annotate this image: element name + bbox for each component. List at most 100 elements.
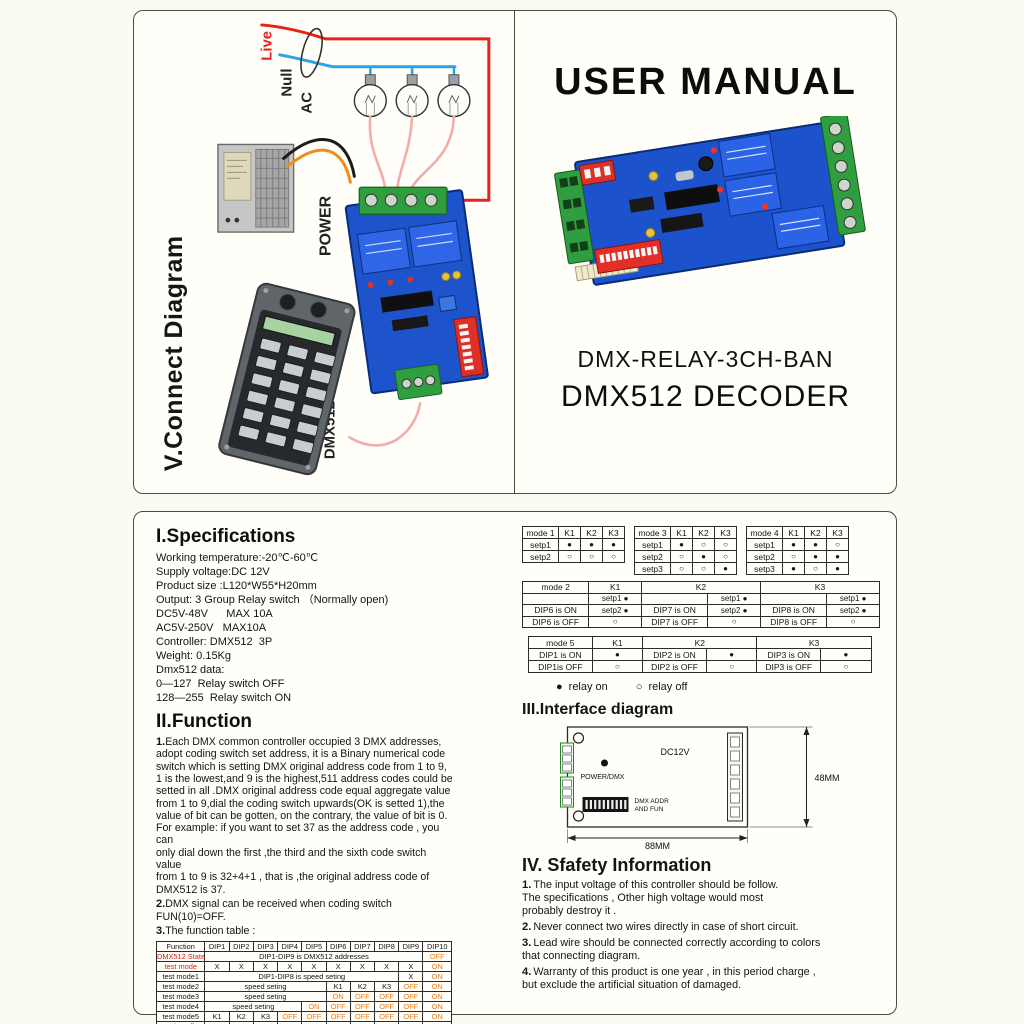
item-number: 1. xyxy=(522,879,532,891)
item-number: 2. xyxy=(522,920,532,933)
table-cell: mode 1 xyxy=(522,526,559,539)
pcb-board xyxy=(344,189,489,401)
table-cell: X xyxy=(204,960,230,972)
relay-2 xyxy=(723,172,782,217)
table-cell: OFF xyxy=(398,1010,424,1022)
ic-chip xyxy=(663,184,720,211)
table-cell: ○ xyxy=(670,550,693,563)
table-cell: setp1 ● xyxy=(707,592,761,605)
table-cell: ● xyxy=(714,562,737,575)
table-cell: ○ xyxy=(670,562,693,575)
table-cell: X xyxy=(398,970,424,982)
table-cell: OFF xyxy=(325,1010,351,1022)
table-cell: K3 xyxy=(252,1010,279,1022)
table-cell: X xyxy=(325,960,351,972)
function-item-3: 3.The function table : xyxy=(156,925,454,938)
table-cell: ● xyxy=(602,538,625,551)
dc12v-label: DC12V xyxy=(661,747,690,757)
table-cell: test mode3 xyxy=(155,990,206,1002)
table-cell: K3 xyxy=(756,636,872,649)
table-cell: setp3 xyxy=(634,562,671,575)
table-cell: test mode1 xyxy=(155,970,206,982)
table-cell: ● xyxy=(826,550,849,563)
spec-line: Output: 3 Group Relay switch （Normally o… xyxy=(156,593,389,606)
table-cell: ON xyxy=(325,990,351,1002)
table-cell: setp2 ● xyxy=(826,604,880,617)
spec-line: Controller: DMX512 3P xyxy=(156,635,273,648)
table-cell: K2 xyxy=(228,1010,254,1022)
table-cell: ○ xyxy=(707,615,761,628)
table-cell: K1 xyxy=(782,526,805,539)
ic-chip xyxy=(380,290,434,313)
table-cell xyxy=(759,592,828,605)
function-item-1: 1.Each DMX common controller occupied 3 … xyxy=(156,736,454,896)
safety-item: 3.Lead wire should be connected correctl… xyxy=(522,937,880,963)
table-cell: DIP7 is ON xyxy=(640,604,709,617)
ac-label: AC xyxy=(299,92,316,114)
power-wire-black xyxy=(282,138,356,178)
table-cell: ○ xyxy=(782,550,805,563)
table-row: DIP6 is OFF○DIP7 is OFF○DIP8 is OFF○ xyxy=(521,615,880,628)
table-cell: ● xyxy=(820,648,872,661)
table-cell: K1 xyxy=(558,526,581,539)
table-row: setp3●○● xyxy=(746,562,849,575)
table-cell: speed seting xyxy=(204,1000,303,1012)
table-cell: ● xyxy=(782,562,805,575)
table-cell: mode 3 xyxy=(634,526,671,539)
table-cell: ON xyxy=(301,1000,327,1012)
table-row: setp1●●○ xyxy=(746,538,849,551)
table-row: DIP1is OFF○DIP2 is OFF○DIP3 is OFF○ xyxy=(528,660,872,673)
controller-display xyxy=(261,315,336,347)
table-cell: DIP10 xyxy=(422,940,452,952)
spec-line: Working temperature:-20℃-60℃ xyxy=(156,552,319,564)
safety-item: 1.The input voltage of this controller s… xyxy=(522,879,880,918)
table-cell: ON xyxy=(422,1000,452,1012)
specifications-column: I.Specifications Working temperature:-20… xyxy=(155,524,454,1024)
table-cell: DIP7 xyxy=(349,940,375,952)
table-cell: ○ xyxy=(804,562,827,575)
table-cell: X xyxy=(228,960,254,972)
item-number: 3. xyxy=(522,936,532,949)
spec-line: Supply voltage:DC 12V xyxy=(156,565,270,578)
table-row: relay offOFFOFFOFFOFFOFFOFFOFFOFFOFFON xyxy=(155,1020,452,1024)
null-label: Null xyxy=(279,68,296,96)
connect-diagram-title: V.Connect Diagram xyxy=(160,235,188,471)
table-cell: setp3 xyxy=(746,562,783,575)
top-panel: V.Connect Diagram Live Null AC POWER DMX… xyxy=(133,10,897,494)
table-cell: DIP2 is ON xyxy=(642,648,707,661)
table-cell: K1 xyxy=(670,526,693,539)
table-cell: ○ xyxy=(591,660,644,673)
bottom-panel: I.Specifications Working temperature:-20… xyxy=(133,511,897,1024)
safety-heading: IV. Sfafety Information xyxy=(522,855,712,875)
table-cell: ○ xyxy=(714,550,737,563)
dmx-controller xyxy=(218,282,356,476)
relay-3 xyxy=(771,204,829,250)
dip-switch xyxy=(593,238,664,274)
table-cell: ○ xyxy=(820,660,872,673)
table-cell: setp1 xyxy=(522,538,559,551)
table-cell: setp2 ● xyxy=(588,604,642,617)
dmx-addr-label-line2: AND FUN xyxy=(635,806,664,813)
table-cell: K3 xyxy=(602,526,625,539)
power-led xyxy=(601,759,608,767)
table-cell: K1 xyxy=(325,980,351,992)
table-cell: K3 xyxy=(826,526,849,539)
table-cell: OFF xyxy=(398,990,424,1002)
table-cell: setp2 xyxy=(522,550,559,563)
dmx-addr-label-line1: DMX ADDR xyxy=(635,798,670,805)
null-wire xyxy=(278,53,457,69)
table-cell: speed seting xyxy=(204,980,327,992)
table-cell: DMX512 State xyxy=(155,950,206,962)
table-cell: ○ xyxy=(602,550,625,563)
table-cell: DIP6 is OFF xyxy=(521,615,590,628)
table-cell: DIP6 is ON xyxy=(521,604,590,617)
table-cell: DIP4 xyxy=(277,940,303,952)
item-number: 3. xyxy=(156,924,166,937)
controller-buttons xyxy=(237,337,336,454)
item-text: Never connect two wires directly in case… xyxy=(533,920,799,933)
